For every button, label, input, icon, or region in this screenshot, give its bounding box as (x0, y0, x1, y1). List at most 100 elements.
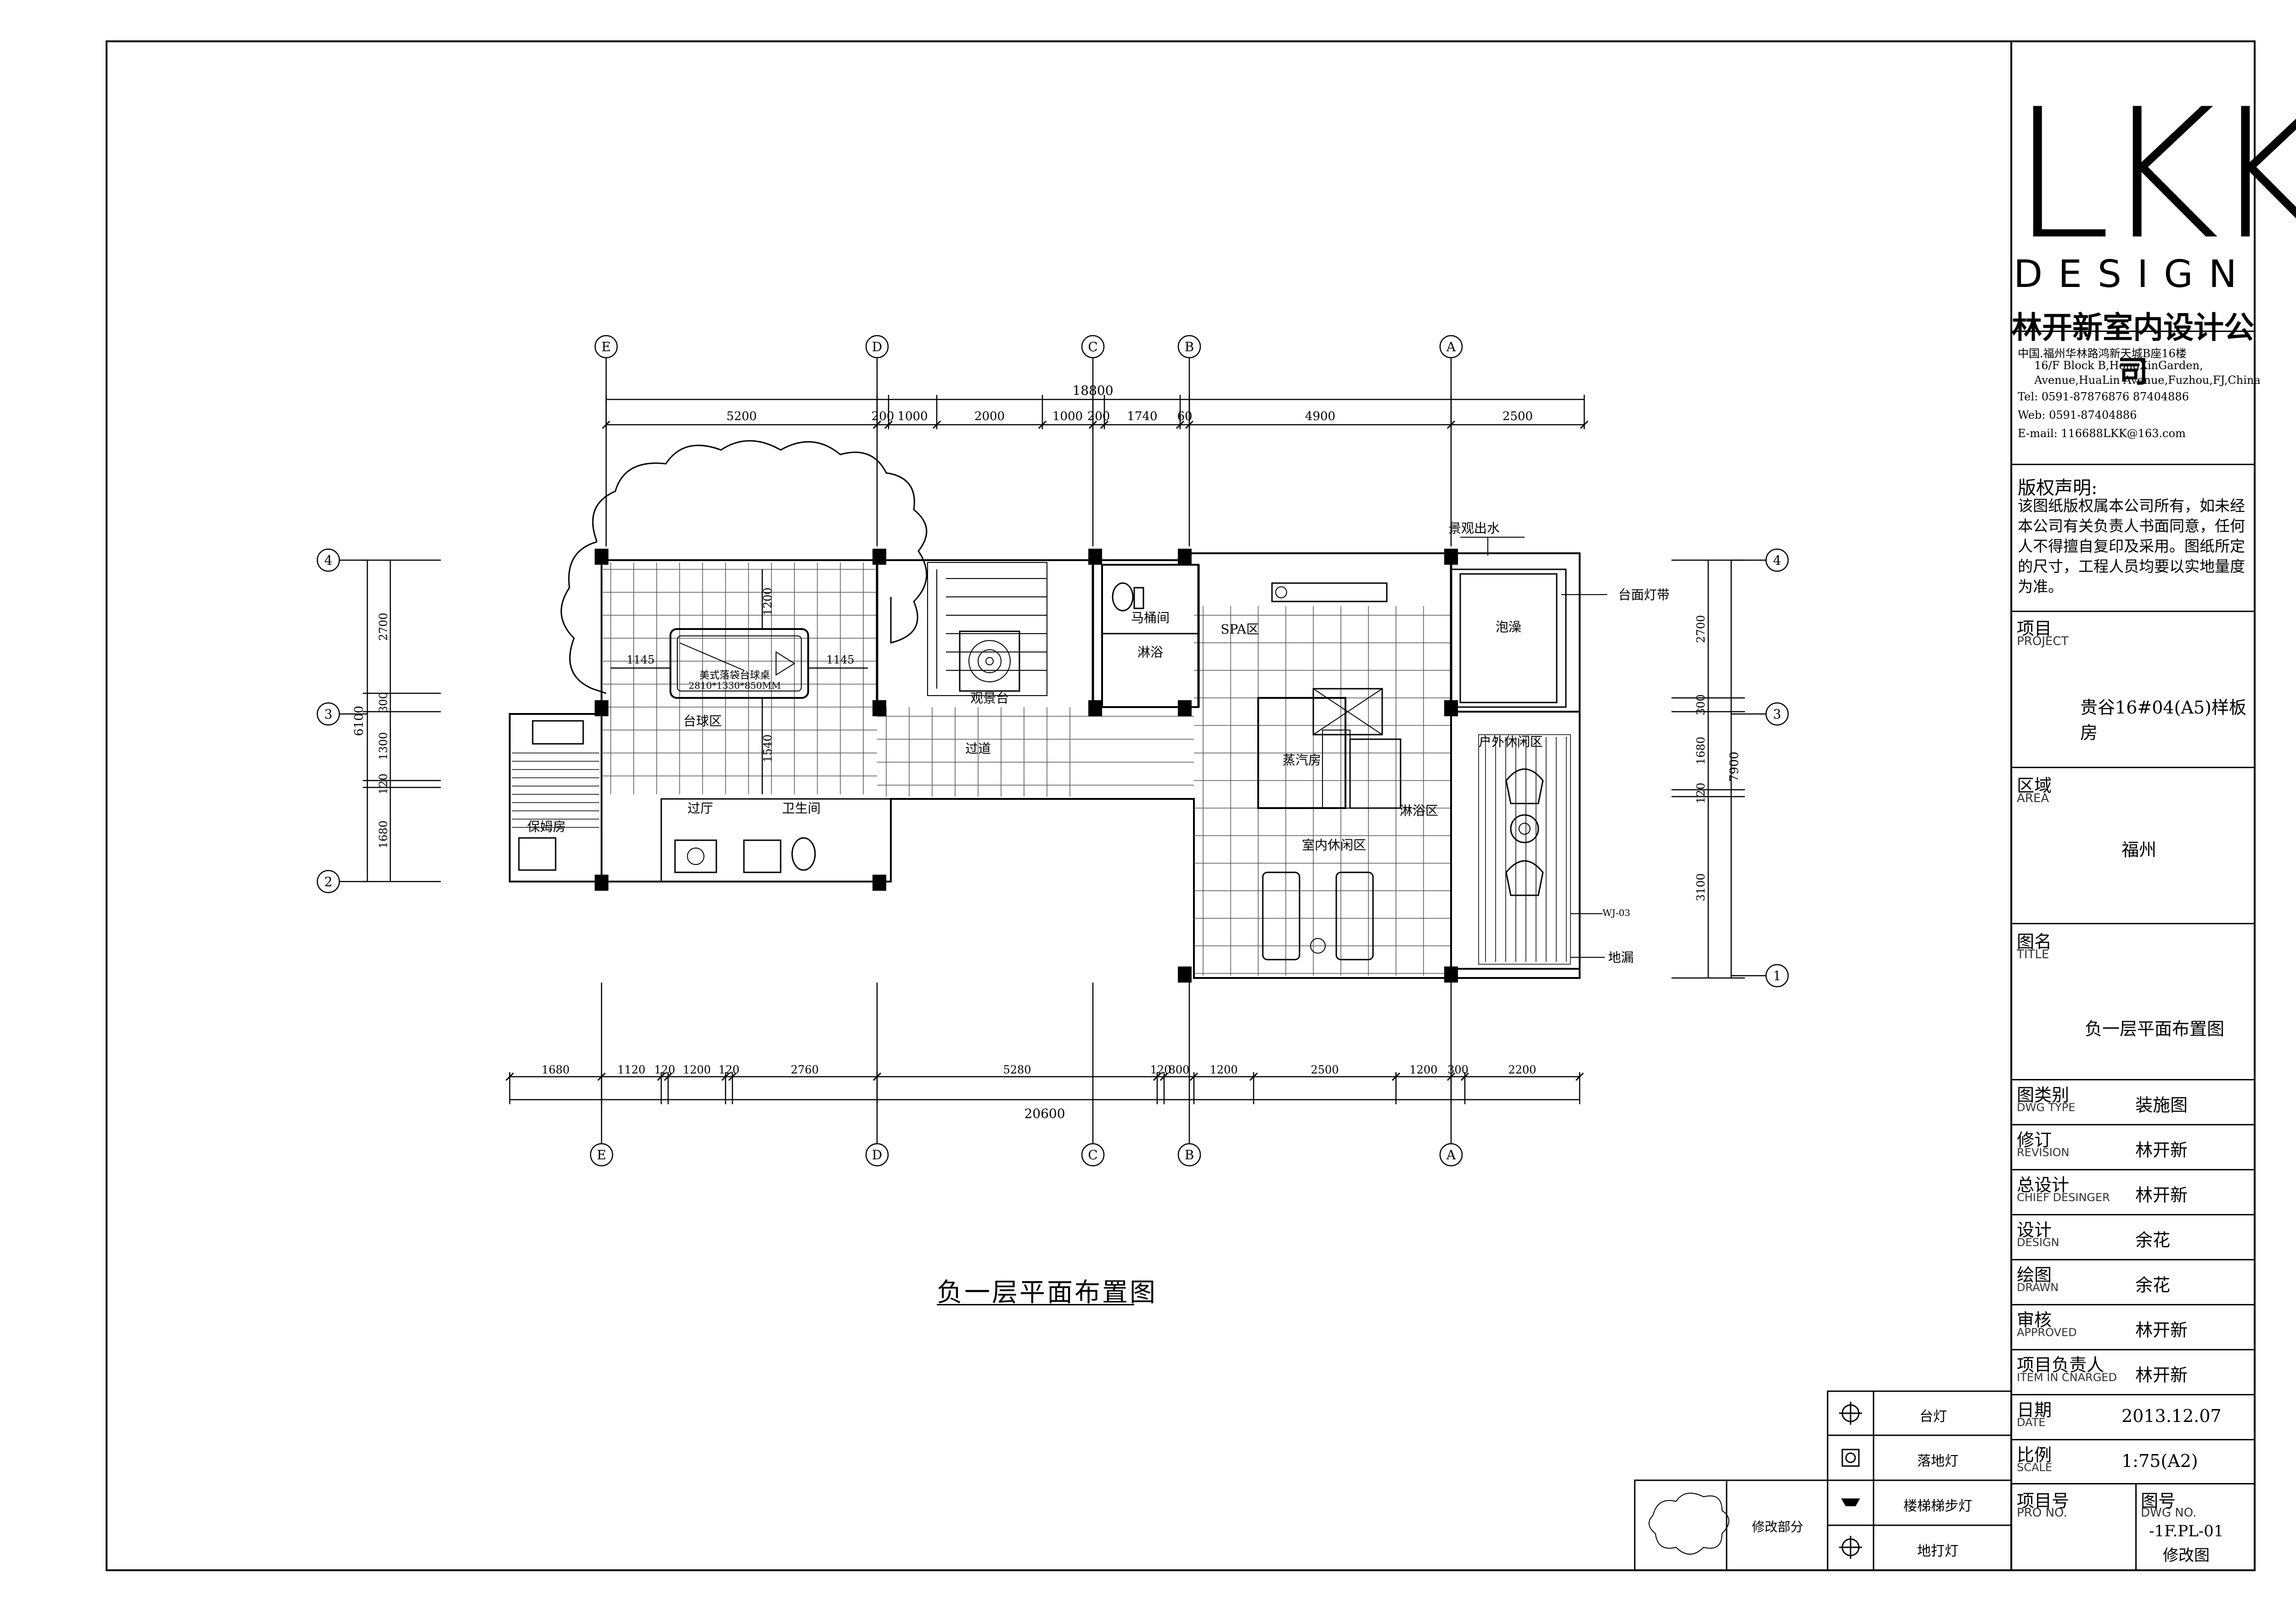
tb-value-1: 林开新 (2135, 1140, 2188, 1160)
dim-bottom-9: 1200 (1210, 1063, 1238, 1076)
grid-bottom-label-0: E (597, 1147, 606, 1163)
tb-label-en-8: SCALE (2017, 1461, 2052, 1474)
grid-bubble-top-0 (594, 335, 618, 359)
company-name: 林开新室内设计公司 (2012, 310, 2254, 389)
dwg-no-label: 图号 (2141, 1491, 2176, 1511)
grid-bubble-bottom-0 (590, 1143, 613, 1167)
room-label-9: 蒸汽房 (1283, 753, 1321, 768)
grid-right-label-2: 1 (1773, 968, 1781, 983)
title-value: 负一层平面布置图 (2085, 1019, 2225, 1039)
grid-bottom-label-2: C (1088, 1147, 1097, 1163)
tb-label-en-7: DATE (2017, 1416, 2046, 1429)
tb-label-8: 比例 (2017, 1445, 2052, 1465)
table-lamp-icon (1839, 1402, 1862, 1425)
grid-top-label-0: E (602, 339, 611, 354)
grid-bubble-bottom-1 (865, 1143, 889, 1167)
tb-label-5: 审核 (2017, 1310, 2052, 1330)
area-value: 福州 (2122, 840, 2157, 860)
address-web: Web: 0591-87404886 (2018, 409, 2137, 421)
grid-bubble-top-1 (865, 335, 889, 359)
pro-no-label: 项目号 (2017, 1491, 2070, 1511)
dim-top-6: 1740 (1127, 410, 1157, 423)
legend-item-4: 地打灯 (1917, 1543, 1958, 1559)
grid-bubble-bottom-2 (1081, 1143, 1105, 1167)
company-logo: LKK (2011, 70, 2296, 279)
dim-top-4: 1000 (1052, 410, 1083, 423)
floor-plan (509, 440, 1581, 983)
dwg-no-value: -1F.PL-01 (2149, 1522, 2224, 1540)
dim-inner-3: 1540 (761, 734, 774, 762)
dim-right-4: 3100 (1694, 873, 1707, 901)
project-label: 项目 (2017, 618, 2052, 639)
callout-counter-light: 台面灯带 (1618, 587, 1670, 602)
title-label-en: TITLE (2017, 948, 2049, 961)
address-line-2: 16/F Block B,HongXinGarden, (2034, 359, 2203, 372)
dim-bottom-5: 2760 (791, 1063, 819, 1076)
legend-item-2: 落地灯 (1917, 1453, 1958, 1469)
grid-top-label-2: C (1088, 339, 1097, 354)
grid-bottom-label-4: A (1446, 1147, 1456, 1163)
logo-subtitle: DESIGN (2013, 253, 2253, 296)
grid-bubble-top-3 (1177, 335, 1201, 359)
tb-value-7: 2013.12.07 (2122, 1406, 2222, 1426)
tb-label-en-1: REVISION (2017, 1146, 2070, 1159)
dim-bottom-2: 120 (654, 1063, 675, 1076)
room-label-13: 户外休闲区 (1479, 734, 1543, 749)
dim-top-1: 200 (872, 410, 895, 423)
dim-right-0: 2700 (1694, 615, 1707, 643)
dim-bottom-total: 20600 (1024, 1106, 1065, 1121)
tb-value-3: 余花 (2135, 1230, 2171, 1250)
dwg-no-label-en: DWG NO. (2141, 1506, 2197, 1520)
grid-bubble-left-1 (316, 702, 340, 726)
grid-bubble-left-0 (316, 548, 340, 572)
dim-bottom-11: 1200 (1409, 1063, 1437, 1076)
tb-label-1: 修订 (2017, 1130, 2052, 1150)
tb-value-4: 余花 (2135, 1275, 2171, 1295)
grid-bottom-label-1: D (872, 1147, 882, 1163)
dim-left-1: 300 (377, 692, 390, 713)
dim-right-1: 300 (1694, 694, 1707, 715)
dim-right-total: 7900 (1728, 752, 1741, 782)
room-label-11: 淋浴区 (1400, 803, 1438, 818)
tb-label-en-6: ITEM IN CNARGED (2017, 1371, 2117, 1384)
grid-bubble-bottom-3 (1177, 1143, 1201, 1167)
tb-label-0: 图类别 (2017, 1085, 2070, 1105)
dim-bottom-6: 5280 (1003, 1063, 1031, 1076)
tile-grid-left (602, 562, 1194, 797)
tb-value-0: 装施图 (2135, 1095, 2188, 1115)
table-label: 美式落袋台球桌 (699, 670, 770, 681)
tb-label-en-2: CHIEF DESINGER (2017, 1191, 2110, 1204)
dim-bottom-0: 1680 (541, 1063, 569, 1076)
dim-bottom-10: 2500 (1311, 1063, 1339, 1076)
dim-bottom-8: 800 (1169, 1063, 1190, 1076)
grid-left-label-2: 2 (324, 874, 332, 889)
address-line-3: Avenue,HuaLin Avenue,Fuzhou,FJ,China (2034, 374, 2261, 387)
dim-left-total: 6100 (352, 706, 366, 736)
dim-top-9: 2500 (1503, 410, 1533, 423)
dim-bottom-4: 120 (719, 1063, 740, 1076)
dim-left-3: 120 (377, 774, 390, 795)
dim-bottom-7: 120 (1150, 1063, 1171, 1076)
grid-top-label-1: D (872, 339, 882, 354)
room-label-12: 泡澡 (1496, 619, 1521, 635)
tb-label-7: 日期 (2017, 1400, 2052, 1420)
room-label-3: 保姆房 (527, 819, 566, 834)
area-label-en: AREA (2017, 792, 2049, 805)
dim-top-2: 1000 (897, 410, 928, 423)
room-label-1: 过厅 (687, 801, 713, 816)
room-label-7: 淋浴 (1137, 645, 1163, 660)
project-value: 贵谷16#04(A5)样板房 (2080, 697, 2246, 743)
drawing-title: 负一层平面布置图 (937, 1278, 1157, 1308)
room-label-8: SPA区 (1221, 622, 1259, 637)
dim-bottom-1: 1120 (617, 1063, 645, 1076)
grid-bubble-bottom-4 (1439, 1143, 1463, 1167)
billiard-table (670, 628, 809, 699)
ground-light-icon (1839, 1536, 1862, 1559)
grid-left-label-0: 4 (324, 553, 332, 568)
title-block: LKK DESIGN 林开新室内设计公司 中国.福州华林路鸿新天城B座16楼 1… (2011, 41, 2296, 1570)
tb-label-4: 绘图 (2017, 1265, 2052, 1285)
dim-top-3: 2000 (974, 410, 1005, 423)
grid-bubble-left-2 (316, 870, 340, 893)
tree-icon (592, 440, 928, 644)
